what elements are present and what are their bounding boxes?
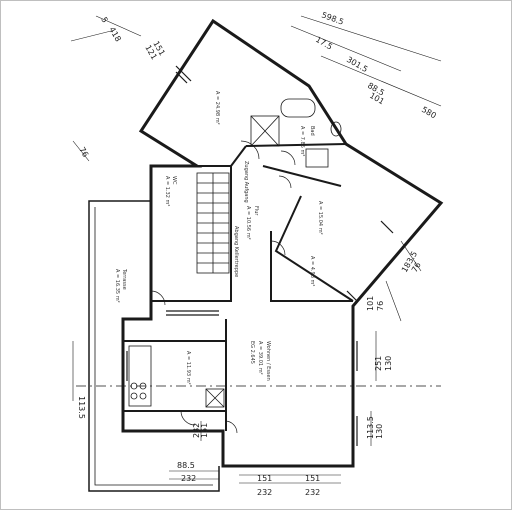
kitchen-fixtures: [128, 345, 225, 408]
label-kitchen-area: A = 11.93 m²: [185, 351, 191, 385]
dim-bottom-left-bottom: 232: [181, 474, 196, 483]
staircase: [196, 172, 230, 274]
label-terrace-name: Terrasse: [121, 268, 127, 290]
dim-bottom-left-top: 88.5: [177, 461, 195, 470]
label-living-height: EG 2.645: [249, 341, 255, 364]
label-stairs-up: Zugang Aufgang: [243, 161, 249, 203]
dim-top-far-a: 418: [107, 26, 122, 44]
dim-right-upper-bottom: 76: [376, 301, 385, 311]
dim-top-right-f: 580: [420, 105, 438, 120]
outer-wall: [121, 18, 444, 468]
interior-walls: [123, 143, 354, 431]
label-living-area: A = 39.01 m²: [257, 341, 263, 375]
windows: [126, 65, 394, 467]
dim-right-mid-top: 251: [374, 356, 383, 371]
terrace-outline: [88, 200, 220, 492]
label-wc-name: WC: [171, 176, 177, 185]
dim-top-right-e: 598.5: [320, 10, 345, 26]
dim-top-right-d: 17.5: [314, 35, 334, 52]
label-terrace-area: A = 16.35 m²: [114, 269, 120, 303]
label-corridor-name: Flur: [253, 206, 259, 216]
terrace-inner-line: [94, 207, 213, 486]
dim-bottom-right-top: 151: [305, 474, 320, 483]
dim-left-mid: 113.5: [77, 396, 86, 419]
door-swings: [150, 140, 296, 434]
dim-right-mid-bottom: 130: [384, 356, 393, 371]
label-stairs-down: Abgang Kellertreppe: [233, 226, 239, 277]
dim-right-lower-top: 113.5: [366, 416, 375, 439]
dim-top-far-b: 5: [99, 16, 109, 25]
dim-bottom-right-bottom: 232: [305, 488, 320, 497]
dim-right-lower-bottom: 130: [375, 424, 384, 439]
label-bath-area: A = 7.85 m²: [299, 126, 305, 156]
bath-fixtures: [250, 98, 342, 168]
dim-bottom-mid-top: 151: [257, 474, 272, 483]
label-mid-room-area: A = 4.98 m²: [309, 256, 315, 286]
dim-bottom-mid-bottom: 232: [257, 488, 272, 497]
label-corridor-area: A = 10.56 m²: [245, 206, 251, 240]
label-right-room-area: A = 15.04 m²: [317, 201, 323, 235]
dim-left-upper: 76: [77, 146, 90, 159]
label-bath-name: Bad: [309, 126, 315, 136]
dim-door-bottom: 232: [192, 423, 201, 438]
dim-door-top: 151: [200, 423, 209, 438]
label-top-room-area: A = 24.98 m²: [214, 91, 220, 125]
dim-right-upper-top: 101: [366, 296, 375, 311]
label-wc-area: A = 1.32 m²: [164, 176, 170, 206]
dim-right-top-b: 76: [410, 261, 423, 274]
dimension-lines: [70, 15, 442, 484]
label-living-name: Wohnen / Essen: [265, 341, 271, 381]
